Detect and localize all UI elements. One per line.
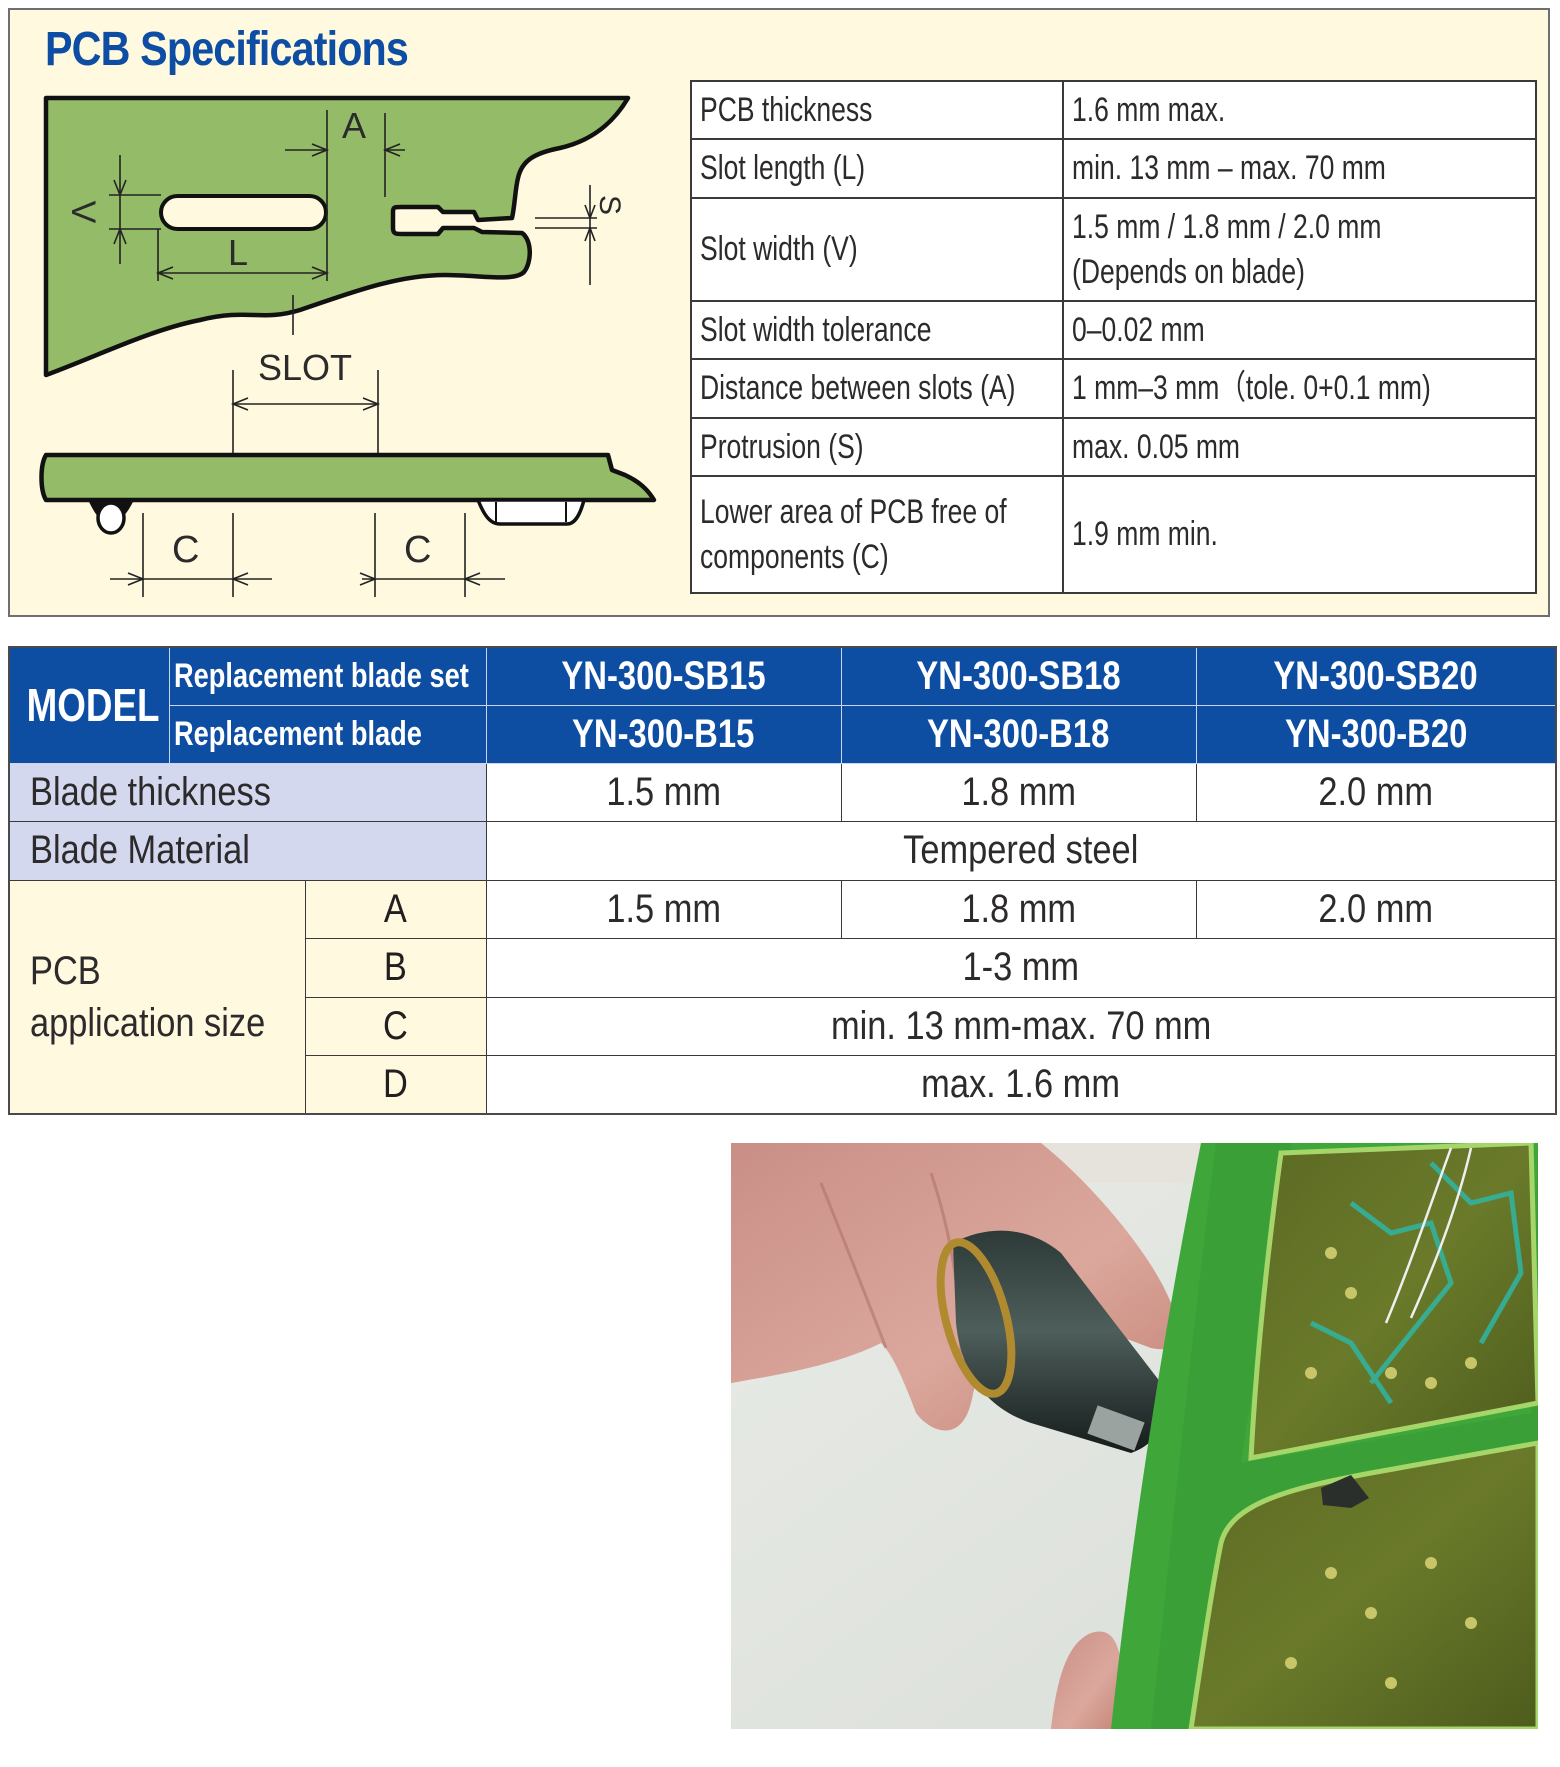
app-d-value: max. 1.6 mm [485,1054,1557,1115]
row-app-b: B 1-3 mm [9,937,1557,998]
pcb-spec-table: PCB thickness 1.6 mm max. Slot length (L… [690,80,1537,594]
thumb [1051,1631,1123,1729]
pcb-board [1111,1143,1538,1729]
model-table: MODEL Replacement blade set YN-300-SB15 … [8,646,1558,1115]
model-header: MODEL [8,646,170,764]
spec-label: Lower area of PCB free of components (C) [690,475,1064,594]
spec-label: Distance between slots (A) [690,358,1064,419]
blade-thickness-value: 1.5 mm [485,762,842,822]
blade-model: YN-300-B18 [840,704,1197,764]
blade-set-model: YN-300-SB20 [1195,646,1557,706]
spec-value: min. 13 mm – max. 70 mm [1062,138,1537,199]
blade-thickness-value: 2.0 mm [1195,762,1557,822]
blade-set-label: Replacement blade set [168,646,487,706]
row-blade-thickness: Blade thickness 1.5 mm 1.8 mm 2.0 mm [8,762,1557,822]
component-cylinder [475,498,587,526]
header-row-blade: Replacement blade YN-300-B15 YN-300-B18 … [9,704,1557,764]
blade-set-model: YN-300-SB15 [485,646,842,706]
app-b-value: 1-3 mm [485,937,1557,998]
row-app-a: PCB application size A 1.5 mm 1.8 mm 2.0… [8,879,1557,1115]
label-a: A [342,105,366,146]
row-app-d: D max. 1.6 mm [9,1054,1557,1115]
spec-row: PCB thickness 1.6 mm max. [690,80,1537,140]
blade-thickness-value: 1.8 mm [840,762,1197,822]
spec-value: 1.5 mm / 1.8 mm / 2.0 mm (Depends on bla… [1062,197,1537,302]
blade-set-model: YN-300-SB18 [840,646,1197,706]
spec-label: Slot width (V) [690,197,1064,302]
app-letter: D [304,1054,487,1115]
spec-row: Slot length (L) min. 13 mm – max. 70 mm [690,138,1537,199]
blade-label: Replacement blade [168,704,487,764]
blade [1321,1475,1369,1508]
spec-row: Protrusion (S) max. 0.05 mm [690,417,1537,477]
pcb-top-view-shape [43,95,631,378]
deburring-tool [936,1230,1165,1453]
blade-material-label: Blade Material [8,820,487,881]
hand [731,1143,1179,1431]
label-c-right: C [404,529,431,571]
app-c-value: min. 13 mm-max. 70 mm [485,996,1557,1056]
row-blade-material: Blade Material Tempered steel [8,820,1557,881]
pcb-application-size-label: PCB application size [8,879,306,1115]
spec-value: 0–0.02 mm [1062,300,1537,360]
app-a-value: 1.5 mm [485,879,842,939]
spec-value: 1.9 mm min. [1062,475,1537,594]
label-v: V [64,201,102,224]
header-row-blade-set: MODEL Replacement blade set YN-300-SB15 … [8,646,1557,764]
label-l: L [228,232,248,273]
label-slot: SLOT [258,347,352,388]
label-c-left: C [172,529,199,571]
row-app-c: C min. 13 mm-max. 70 mm [9,996,1557,1056]
spec-row: Lower area of PCB free of components (C)… [690,475,1537,594]
app-letter: B [304,937,487,998]
spec-label: Slot length (L) [690,138,1064,199]
app-letter: C [304,996,487,1056]
blade-thickness-label: Blade thickness [8,762,487,822]
label-s: S [593,195,626,215]
spec-label: PCB thickness [690,80,1064,140]
pcb-slot-diagram: A L SLOT C C V S [39,95,657,597]
spec-label: Slot width tolerance [690,300,1064,360]
app-a-value: 2.0 mm [1195,879,1557,939]
spec-row: Distance between slots (A) 1 mm–3 mm（tol… [690,358,1537,419]
spec-row: Slot width (V) 1.5 mm / 1.8 mm / 2.0 mm … [690,197,1537,302]
component-round [87,498,135,535]
product-photo [731,1143,1538,1729]
blade-model: YN-300-B20 [1195,704,1557,764]
blade-material-value: Tempered steel [485,820,1557,881]
section-title: PCB Specifications [45,23,409,76]
blade-model: YN-300-B15 [485,704,842,764]
pcb-side-view-shape [39,452,657,503]
spec-value: max. 0.05 mm [1062,417,1537,477]
spec-value: 1.6 mm max. [1062,80,1537,140]
spec-value: 1 mm–3 mm（tole. 0+0.1 mm) [1062,358,1537,419]
app-a-value: 1.8 mm [840,879,1197,939]
spec-label: Protrusion (S) [690,417,1064,477]
slot-shape [159,194,328,231]
spec-row: Slot width tolerance 0–0.02 mm [690,300,1537,360]
app-letter: A [304,879,487,939]
